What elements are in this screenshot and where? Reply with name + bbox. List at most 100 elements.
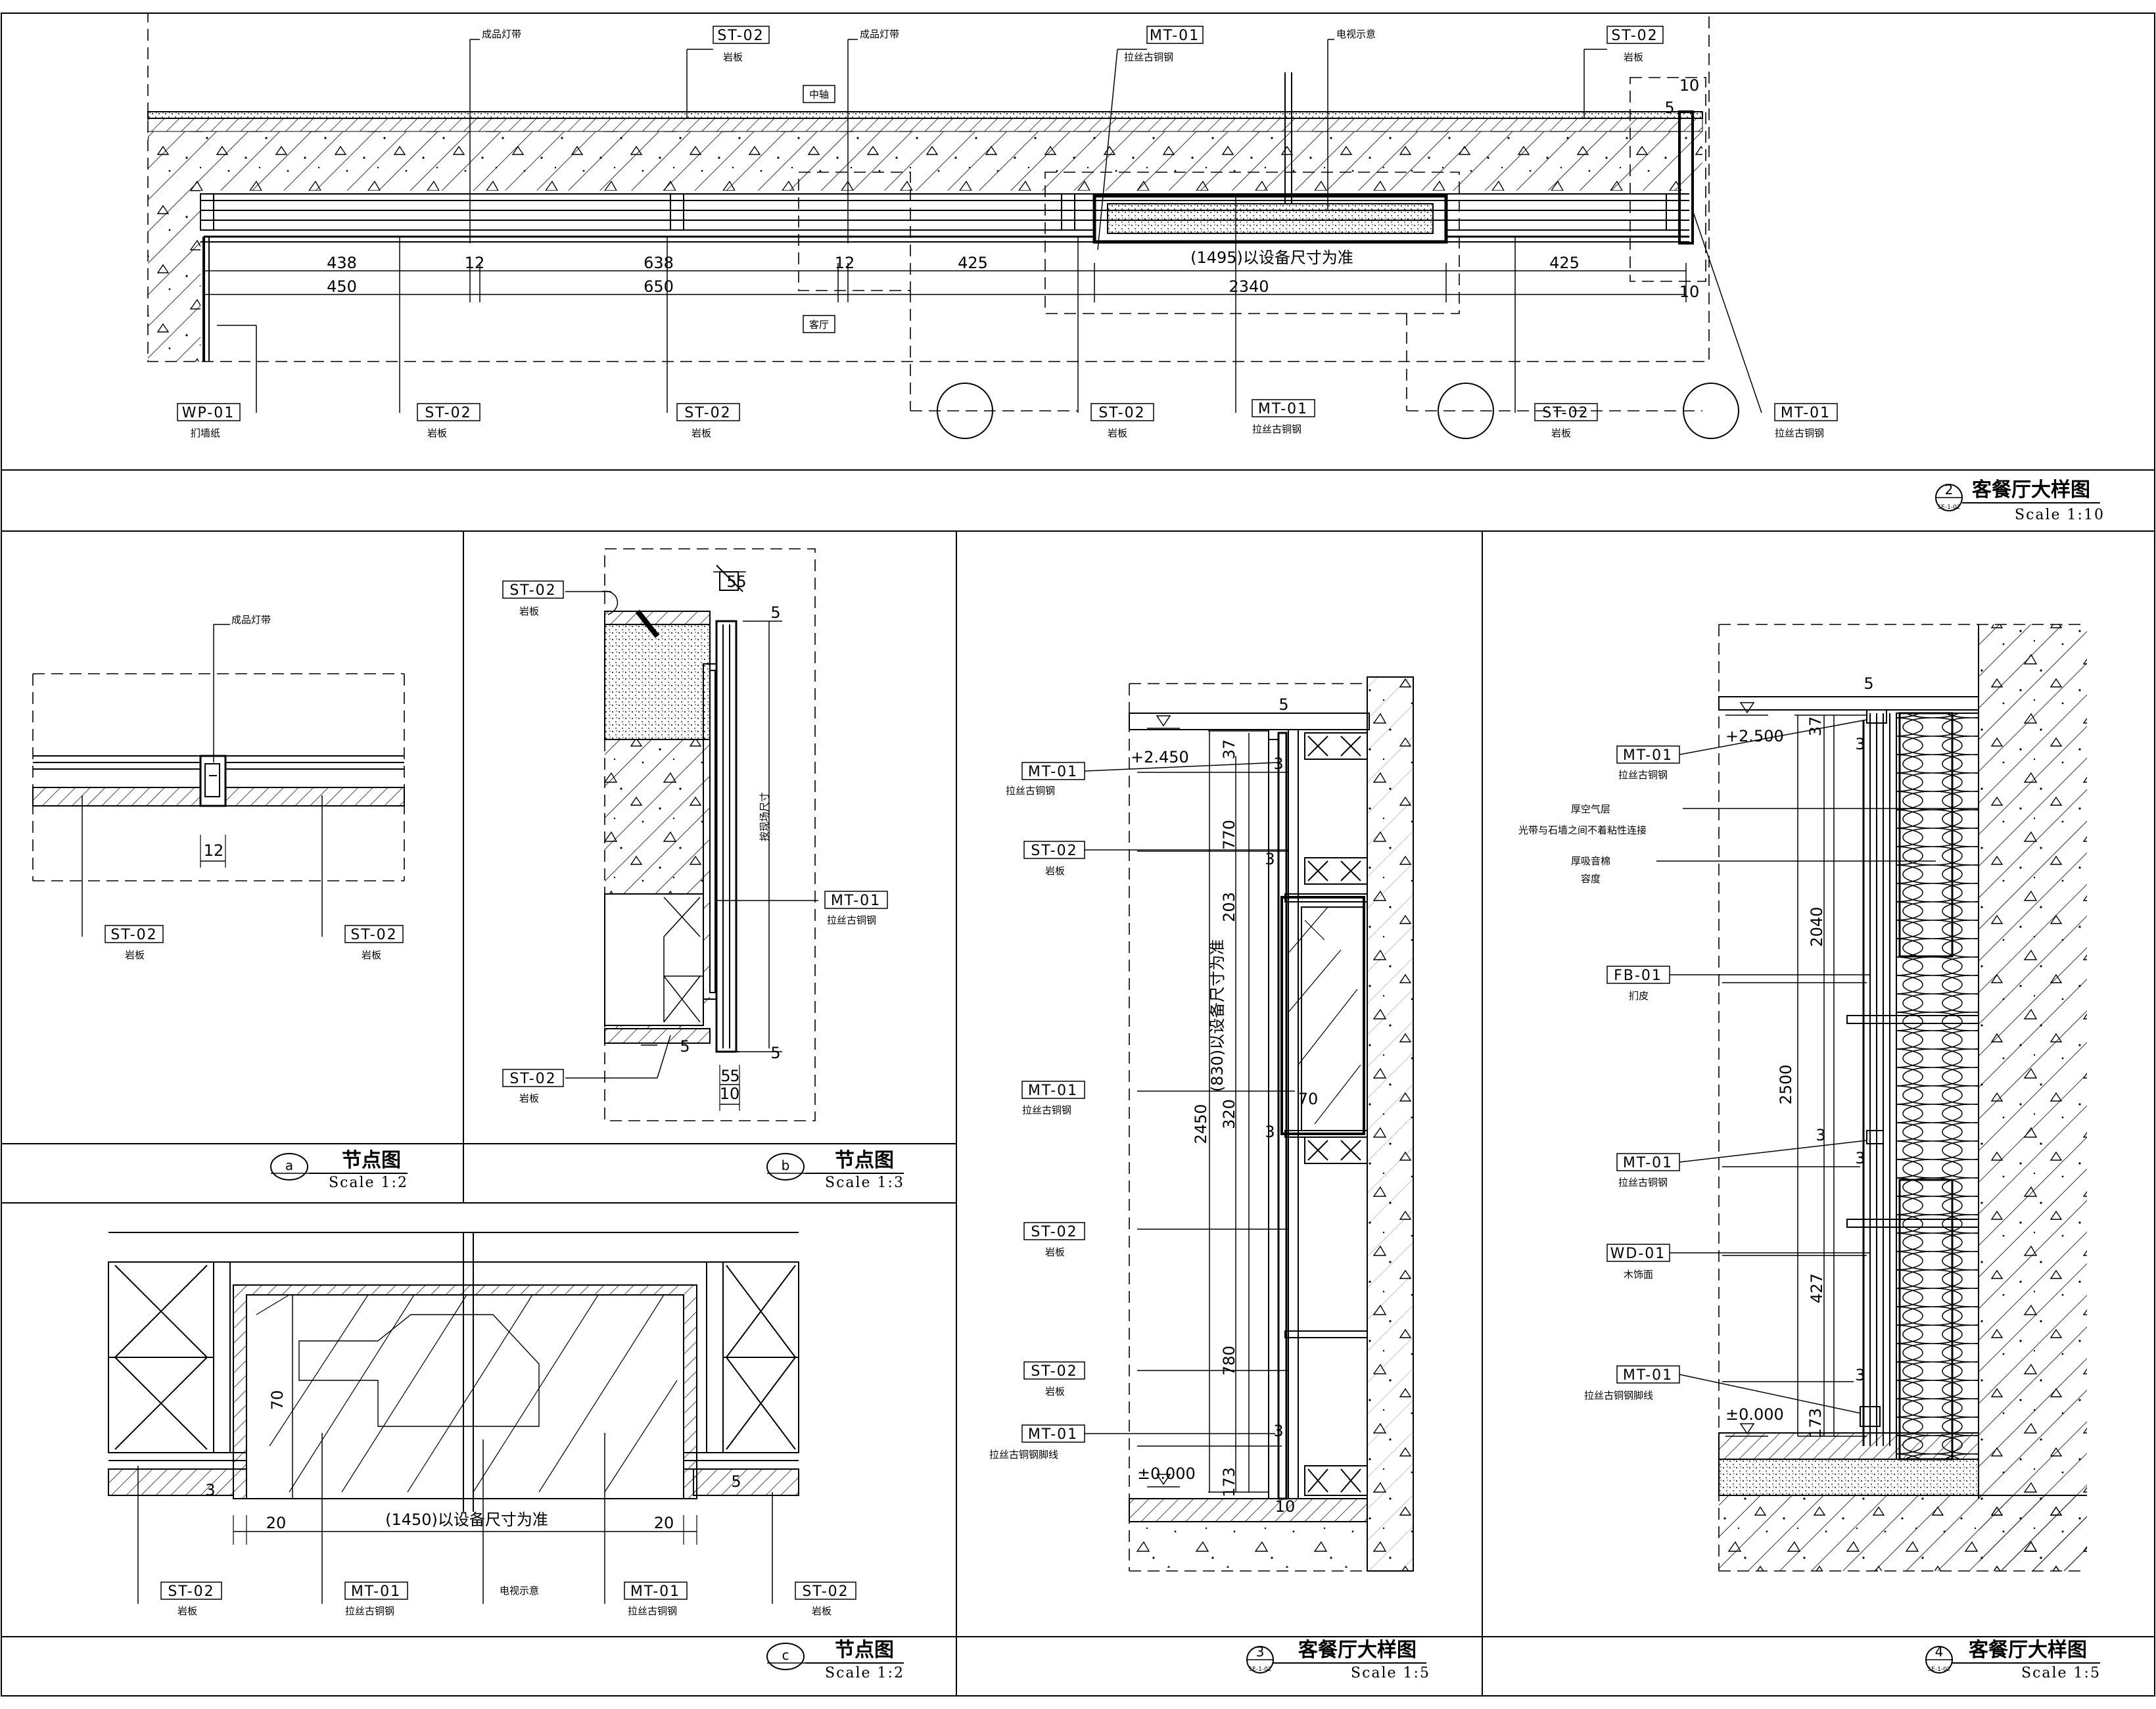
svg-text:2450: 2450 <box>1192 1104 1210 1144</box>
svg-text:5: 5 <box>1664 99 1674 117</box>
svg-text:成品灯带: 成品灯带 <box>231 614 271 626</box>
svg-text:438: 438 <box>327 254 357 272</box>
svg-text:Scale 1:2: Scale 1:2 <box>329 1175 408 1191</box>
svg-text:ST-02: ST-02 <box>509 1071 556 1087</box>
svg-text:MT-01: MT-01 <box>1028 1426 1078 1443</box>
svg-text:MT-01: MT-01 <box>1150 28 1200 44</box>
title-block-b: b 节点图 Scale 1:3 <box>766 1149 904 1191</box>
svg-text:拉丝古铜钢: 拉丝古铜钢 <box>345 1605 394 1617</box>
svg-text:拉丝古铜钢: 拉丝古铜钢 <box>827 914 876 926</box>
svg-text:MT-01: MT-01 <box>1781 405 1831 421</box>
svg-text:3: 3 <box>1855 735 1865 753</box>
svg-text:203: 203 <box>1220 892 1238 922</box>
svg-text:Scale 1:5: Scale 1:5 <box>1351 1665 1430 1681</box>
svg-text:岩板: 岩板 <box>1045 1246 1065 1258</box>
svg-text:4: 4 <box>1935 1644 1944 1660</box>
svg-text:±0.000: ±0.000 <box>1137 1464 1196 1483</box>
svg-text:ST-02: ST-02 <box>1098 405 1145 421</box>
svg-text:5: 5 <box>680 1037 690 1056</box>
svg-text:客餐厅大样图: 客餐厅大样图 <box>1298 1639 1417 1662</box>
svg-text:SE-1-02: SE-1-02 <box>1927 1666 1950 1673</box>
svg-text:320: 320 <box>1220 1099 1238 1129</box>
svg-text:拉丝古铜钢: 拉丝古铜钢 <box>1022 1104 1071 1116</box>
svg-text:12: 12 <box>465 254 485 272</box>
svg-text:拉丝古铜钢脚线: 拉丝古铜钢脚线 <box>1584 1390 1653 1401</box>
svg-text:3: 3 <box>1265 1123 1275 1141</box>
svg-text:成品灯带: 成品灯带 <box>860 28 899 40</box>
svg-text:10: 10 <box>1679 283 1700 301</box>
ceiling-section-drawing: 438 12 638 12 425 425 450 650 2340 (1495… <box>147 12 1838 439</box>
svg-text:电视示意: 电视示意 <box>500 1585 539 1597</box>
svg-text:5: 5 <box>730 1067 739 1085</box>
svg-text:37: 37 <box>1220 739 1238 760</box>
svg-text:电视示意: 电视示意 <box>1336 28 1376 40</box>
svg-text:5: 5 <box>1278 695 1288 714</box>
svg-text:ST-02: ST-02 <box>802 1583 849 1600</box>
svg-text:ST-02: ST-02 <box>717 28 764 44</box>
svg-text:WP-01: WP-01 <box>182 405 235 421</box>
svg-text:岩板: 岩板 <box>177 1605 197 1617</box>
svg-text:岩板: 岩板 <box>1624 51 1643 63</box>
svg-text:3: 3 <box>1816 1126 1825 1144</box>
svg-text:拉丝古铜钢: 拉丝古铜钢 <box>1618 769 1668 781</box>
svg-text:780: 780 <box>1220 1346 1238 1376</box>
svg-text:WD-01: WD-01 <box>1610 1246 1666 1262</box>
svg-text:SE-1-02: SE-1-02 <box>1937 504 1960 511</box>
title-block-a: a 节点图 Scale 1:2 <box>270 1149 408 1191</box>
node-b-drawing: 5 5 5 5 5 5 5 10 按现场尺寸 ST-02 岩板 MT-01 拉丝… <box>502 548 888 1121</box>
svg-text:拉丝古铜钢: 拉丝古铜钢 <box>1775 427 1824 439</box>
svg-text:173: 173 <box>1220 1467 1238 1497</box>
svg-text:岩板: 岩板 <box>691 427 711 439</box>
svg-text:(830)以设备尺寸为准: (830)以设备尺寸为准 <box>1208 939 1227 1092</box>
svg-text:2500: 2500 <box>1777 1064 1795 1104</box>
svg-text:MT-01: MT-01 <box>1258 401 1308 417</box>
svg-text:10: 10 <box>1275 1497 1296 1516</box>
svg-text:ST-02: ST-02 <box>1031 1224 1077 1240</box>
svg-text:厚吸音棉: 厚吸音棉 <box>1571 855 1610 867</box>
svg-text:Scale 1:2: Scale 1:2 <box>825 1665 904 1681</box>
svg-text:ST-02: ST-02 <box>1542 405 1589 421</box>
svg-text:拉丝古铜钢: 拉丝古铜钢 <box>1252 423 1301 435</box>
svg-text:节点图: 节点图 <box>342 1149 401 1172</box>
svg-text:MT-01: MT-01 <box>630 1583 680 1600</box>
svg-text:5: 5 <box>726 573 736 591</box>
svg-text:12: 12 <box>835 254 855 272</box>
svg-text:岩板: 岩板 <box>812 1605 832 1617</box>
svg-text:节点图: 节点图 <box>835 1149 894 1172</box>
title-block-4: 4 SE-1-02 客餐厅大样图 Scale 1:5 <box>1925 1639 2101 1681</box>
svg-text:拉丝古铜钢: 拉丝古铜钢 <box>1618 1177 1668 1188</box>
section-title: 客餐厅大样图 <box>1972 479 2090 502</box>
svg-text:c: c <box>782 1647 789 1663</box>
svg-text:ST-02: ST-02 <box>425 405 471 421</box>
svg-text:5: 5 <box>731 1472 741 1491</box>
svg-text:70: 70 <box>1298 1090 1319 1108</box>
svg-text:3: 3 <box>1273 1422 1283 1440</box>
title-block-3: 3 SE-1-02 客餐厅大样图 Scale 1:5 <box>1246 1639 1430 1681</box>
svg-text:Scale 1:5: Scale 1:5 <box>2021 1665 2101 1681</box>
svg-text:FB-01: FB-01 <box>1614 968 1662 984</box>
svg-text:3: 3 <box>1855 1366 1865 1384</box>
svg-text:5: 5 <box>720 1067 730 1085</box>
svg-text:425: 425 <box>1549 254 1580 272</box>
svg-text:ST-02: ST-02 <box>350 927 397 943</box>
svg-text:拉丝古铜钢: 拉丝古铜钢 <box>628 1605 677 1617</box>
svg-text:b: b <box>782 1158 790 1173</box>
svg-text:成品灯带: 成品灯带 <box>482 28 521 40</box>
svg-text:拉丝古铜钢脚线: 拉丝古铜钢脚线 <box>989 1449 1058 1461</box>
svg-text:20: 20 <box>654 1514 674 1532</box>
svg-text:770: 770 <box>1220 820 1238 850</box>
svg-text:ST-02: ST-02 <box>509 582 556 599</box>
svg-text:2040: 2040 <box>1808 906 1826 947</box>
svg-text:ST-02: ST-02 <box>1031 1363 1077 1380</box>
svg-text:2: 2 <box>1945 482 1954 498</box>
svg-text:客厅: 客厅 <box>809 319 829 331</box>
detail-3-drawing: 5 +2.450 ±0.000 37 3 3 3 3 10 173 770 20… <box>989 676 1414 1572</box>
svg-text:岩板: 岩板 <box>125 949 145 961</box>
svg-text:木饰面: 木饰面 <box>1624 1269 1653 1280</box>
svg-text:扪墙纸: 扪墙纸 <box>191 427 220 439</box>
svg-text:10: 10 <box>720 1085 740 1103</box>
svg-text:MT-01: MT-01 <box>1623 1155 1673 1171</box>
title-block-2: 2 SE-1-02 客餐厅大样图 Scale 1:10 <box>1935 479 2103 523</box>
svg-text:5: 5 <box>736 573 746 591</box>
